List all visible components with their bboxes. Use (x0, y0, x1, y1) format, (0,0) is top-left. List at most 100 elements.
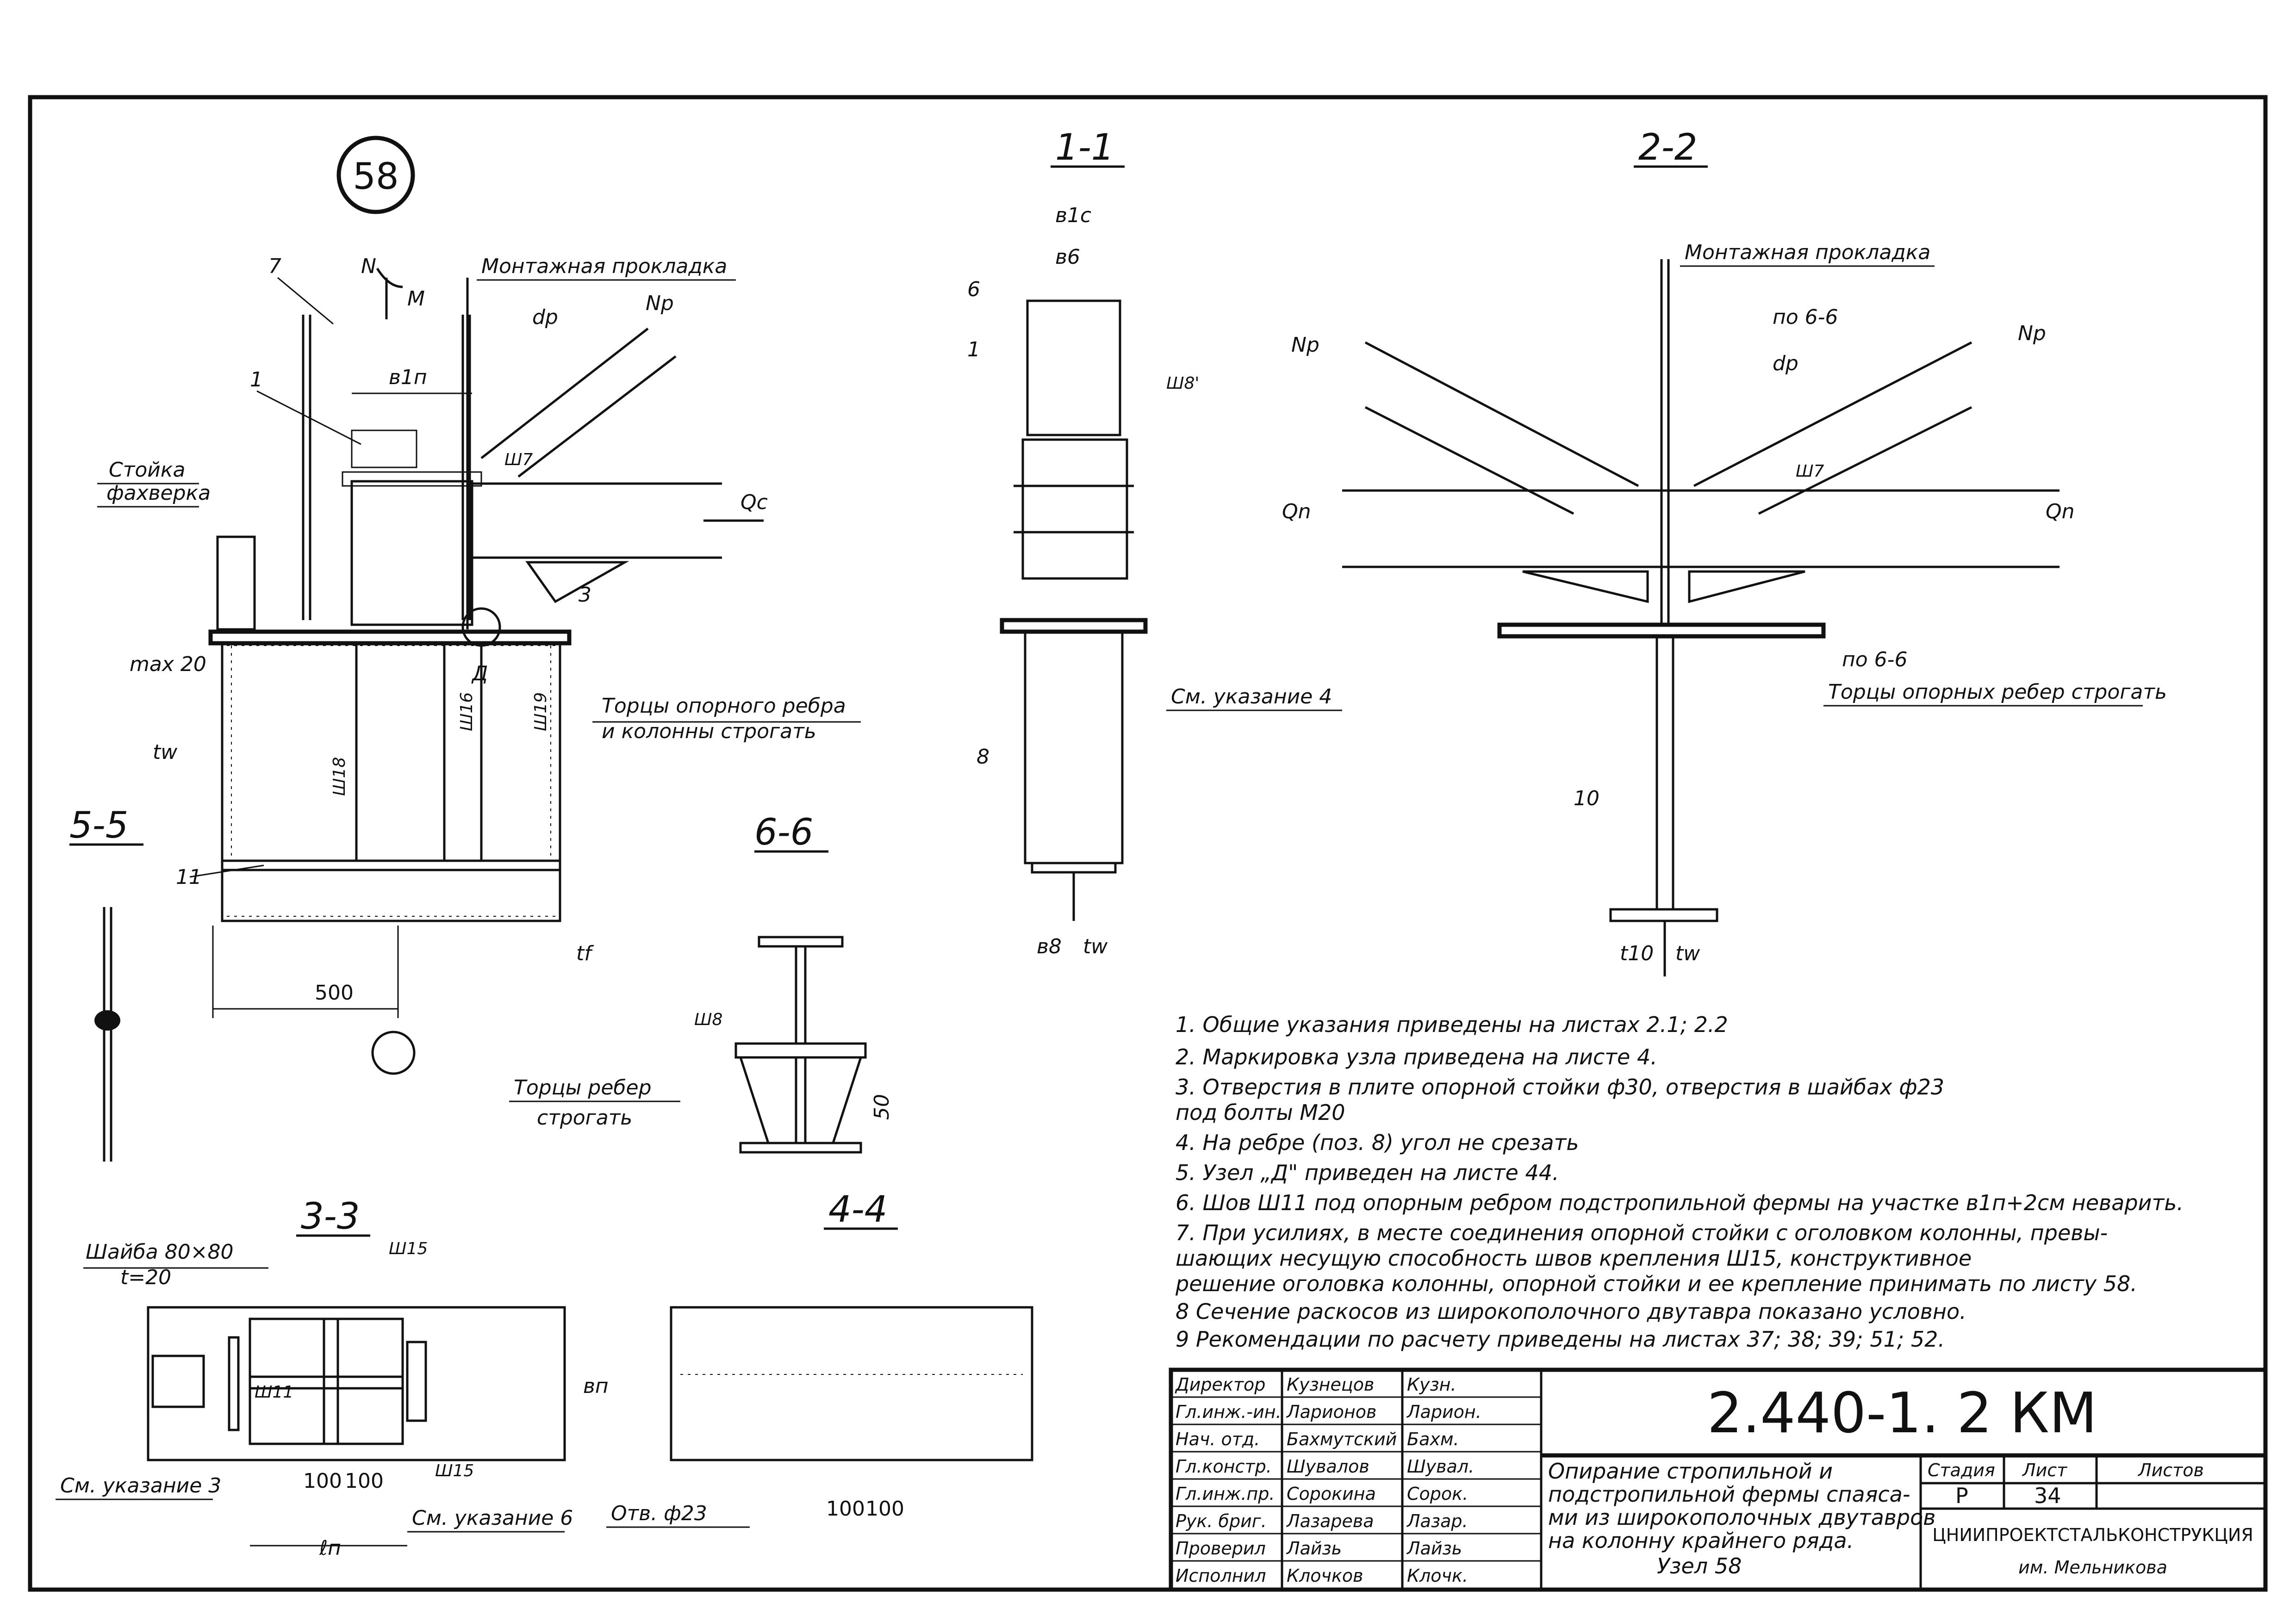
staff-role-6: Проверил (1176, 1538, 1266, 1559)
tf: tf (576, 942, 594, 965)
note-4: 4. На ребре (поз. 8) угол не срезать (1176, 1130, 1579, 1155)
weld-sh7-22: Ш7 (1796, 462, 1824, 481)
staff-role-7: Исполнил (1176, 1566, 1266, 1586)
sheet-value: 34 (2034, 1483, 2061, 1508)
label-stoyka: Стойка (109, 458, 185, 482)
weld-sh8p: Ш8' (1166, 374, 1199, 393)
Np-22b: Np (2018, 322, 2046, 345)
d-node: Д (471, 662, 488, 685)
title-2-2: 2-2 (1638, 127, 1697, 168)
staff-role-2: Нач. отд. (1176, 1429, 1260, 1449)
title-5-5: 5-5 (69, 805, 128, 846)
staff-sign-0: Кузн. (1407, 1374, 1456, 1395)
note-6: 6. Шов Ш11 под опорным ребром подстропил… (1176, 1190, 2184, 1215)
b1n: в1п (389, 366, 427, 389)
dp-main: dp (532, 305, 558, 329)
note-5: 5. Узел „Д" приведен на листе 44. (1176, 1160, 1559, 1185)
pos6-11: 6 (967, 278, 980, 301)
label-tw: tw (153, 740, 178, 764)
dim-500: 500 (315, 981, 354, 1005)
tortsy-66-2: строгать (537, 1106, 632, 1130)
Qc-main: Qc (740, 491, 768, 514)
tw-22: tw (1675, 942, 1700, 965)
staff-role-1: Гл.инж.-ин. (1176, 1402, 1282, 1422)
section-4-4: 4-4 Отв. ф23 100 100 (606, 1189, 1033, 1528)
desc-3: на колонну крайнего ряда. (1548, 1528, 1854, 1553)
staff-sign-5: Лазар. (1406, 1511, 1468, 1531)
staff-role-3: Гл.констр. (1176, 1456, 1272, 1477)
staff-sign-2: Бахм. (1407, 1429, 1459, 1449)
Np-22a: Np (1291, 333, 1319, 357)
weld-sh11: Ш11 (255, 1383, 293, 1402)
org-name: ЦНИИПРОЕКТСТАЛЬКОНСТРУКЦИЯ (1932, 1525, 2253, 1545)
weld-sh15b: Ш15 (435, 1461, 474, 1480)
staff-sign-3: Шувал. (1407, 1456, 1474, 1477)
desc-2: ми из широкополочных двутавров (1548, 1505, 1935, 1530)
pos7: 7 (268, 255, 281, 278)
bn: вп (583, 1374, 609, 1398)
sm6: См. указание 6 (412, 1506, 573, 1530)
staff-role-4: Гл.инж.пр. (1176, 1484, 1275, 1504)
dim-100a: 100 (303, 1469, 342, 1493)
weld-sh15a: Ш15 (389, 1239, 428, 1258)
weld-sh8: Ш8 (694, 1010, 722, 1029)
staff-rows: Директор Кузнецов Кузн. Гл.инж.-ин. Лари… (1171, 1374, 1541, 1586)
weld-sh7: Ш7 (504, 450, 533, 469)
staff-sign-7: Клочк. (1407, 1566, 1468, 1586)
dim-50: 50 (870, 1094, 894, 1120)
label-max20: max 20 (130, 653, 206, 676)
staff-sign-1: Ларион. (1406, 1402, 1481, 1422)
po66b: по 6-6 (1842, 648, 1908, 671)
title-4-4: 4-4 (828, 1189, 887, 1230)
dp-22: dp (1773, 352, 1798, 375)
desc-1: подстропильной фермы спаяса- (1548, 1482, 1910, 1507)
note-3b: под болты М20 (1176, 1100, 1345, 1125)
section-5-5: 5-5 (69, 805, 143, 1162)
b1c: в1с (1055, 204, 1091, 227)
sheets-label: Листов (2137, 1460, 2204, 1480)
weld-sh16: Ш16 (457, 692, 476, 731)
sheet-frame (28, 95, 2268, 1592)
org-subname: им. Мельникова (2018, 1557, 2167, 1578)
staff-name-6: Лайзь (1286, 1538, 1342, 1559)
title-block: Директор Кузнецов Кузн. Гл.инж.-ин. Лари… (1169, 1367, 2268, 1592)
note-8: 8 Сечение раскосов из широкополочного дв… (1176, 1299, 1966, 1324)
section-1-1: 1-1 в1с в6 6 1 8 Ш8' См. указание 4 в8 t… (967, 127, 1342, 958)
ln: ℓп (319, 1536, 341, 1560)
sm4: См. указание 4 (1171, 685, 1332, 708)
stage-value: Р (1955, 1483, 1968, 1508)
note-2: 2. Маркировка узла приведена на листе 4. (1176, 1044, 1657, 1069)
staff-name-7: Клочков (1287, 1566, 1363, 1586)
note-7c: решение оголовка колонны, опорной стойки… (1175, 1271, 2137, 1296)
staff-role-5: Рук. бриг. (1176, 1511, 1267, 1531)
force-N: N (361, 255, 376, 278)
dim-100b: 100 (345, 1469, 384, 1493)
sm3: См. указание 3 (60, 1474, 221, 1498)
title-1-1: 1-1 (1055, 127, 1114, 168)
tortsy-22: Торцы опорных ребер строгать (1828, 680, 2167, 704)
document-code: 2.440-1. 2 КМ (1707, 1381, 2097, 1446)
shayba-2: t=20 (120, 1266, 171, 1289)
stage-label: Стадия (1928, 1460, 1995, 1480)
montazh-label-1: Монтажная прокладка (481, 255, 727, 278)
note-1: 1. Общие указания приведены на листах 2.… (1176, 1012, 1728, 1037)
note-9: 9 Рекомендации по расчету приведены на л… (1176, 1327, 1945, 1352)
staff-sign-4: Сорок. (1407, 1484, 1468, 1504)
general-notes: 1. Общие указания приведены на листах 2.… (1175, 1012, 2184, 1352)
shayba-1: Шайба 80×80 (86, 1240, 234, 1264)
pos3-main: 3 (579, 583, 591, 607)
main-view: 58 7 N M 1 в1п max 20 tw 11 (97, 136, 861, 1075)
section-2-2: 2-2 Монтажная прокладка Np Np dp по 6-6 … (1282, 127, 2167, 976)
pos1-11: 1 (967, 338, 980, 361)
pos10: 10 (1574, 787, 1599, 810)
staff-sign-6: Лайзь (1406, 1538, 1462, 1559)
note-7b: шающих несущую способность швов креплени… (1176, 1246, 1972, 1271)
section-6-6: 6-6 Ш8 50 Торцы ребер строгать (509, 812, 894, 1154)
note-7: 7. При усилиях, в месте соединения опорн… (1176, 1220, 2108, 1245)
pos11: 11 (176, 865, 202, 889)
sheet-label: Лист (2022, 1460, 2068, 1480)
po66a: по 6-6 (1773, 305, 1838, 329)
note-3: 3. Отверстия в плите опорной стойки ф30,… (1176, 1075, 1944, 1100)
pos8-11: 8 (977, 745, 989, 769)
